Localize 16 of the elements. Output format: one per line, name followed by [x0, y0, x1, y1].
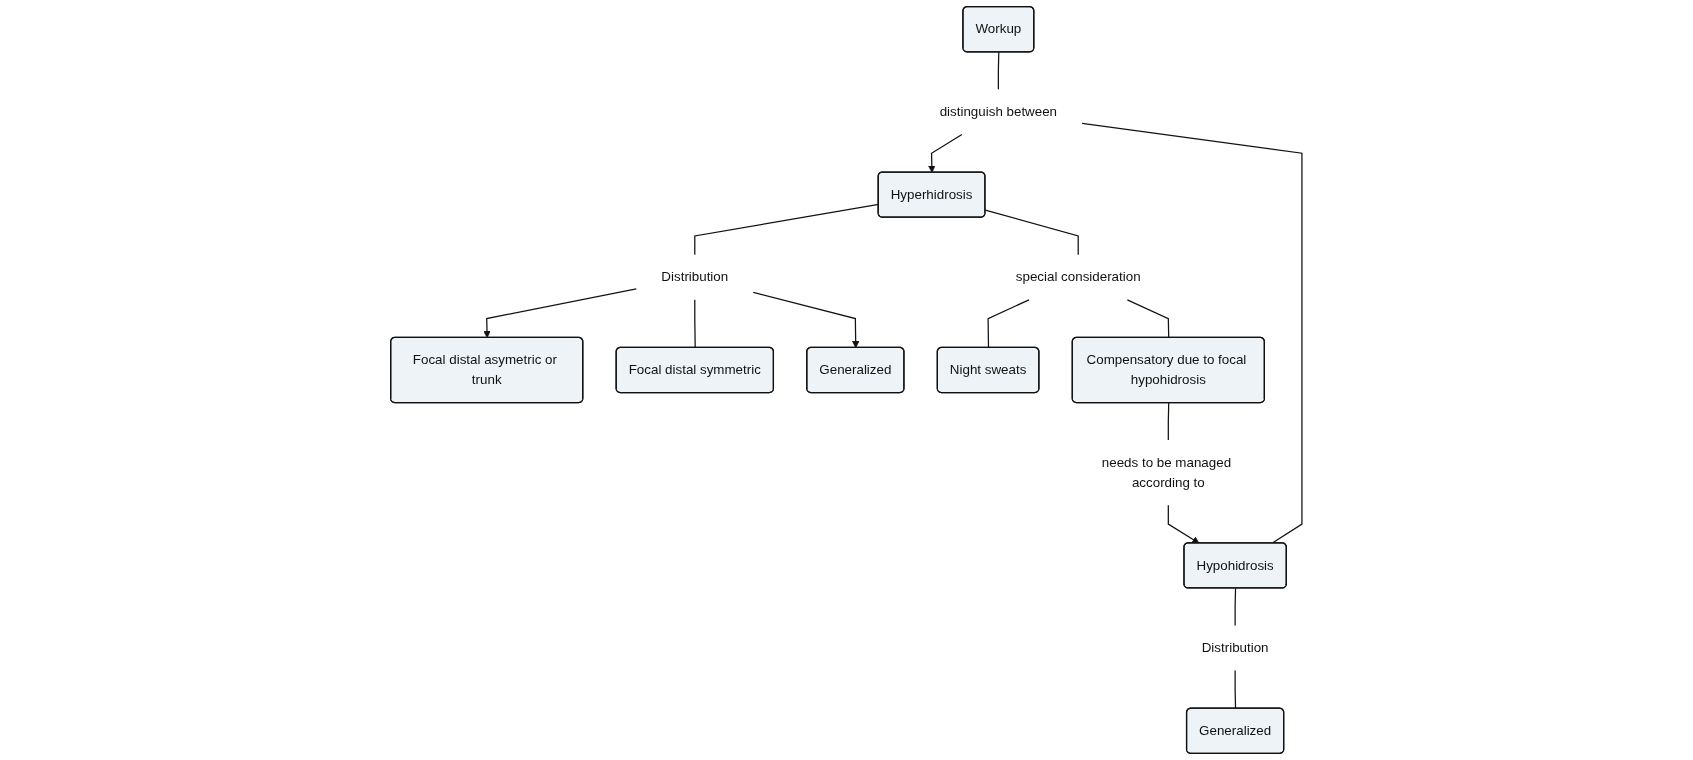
node-text: distinguish between	[939, 104, 1058, 119]
node-text: needs to be managed according to	[1102, 455, 1232, 490]
connector	[1167, 402, 1170, 441]
connector	[1126, 299, 1170, 339]
arrow	[752, 291, 860, 349]
node-text: special consideration	[1016, 269, 1141, 284]
connector	[997, 51, 1000, 90]
connector	[1234, 670, 1237, 710]
arrow	[928, 133, 963, 173]
arrow	[483, 288, 638, 339]
connector	[1234, 587, 1237, 627]
connector	[694, 299, 696, 349]
node-text: Distribution	[661, 269, 729, 284]
arrow	[1167, 504, 1200, 544]
connector	[1081, 122, 1303, 544]
node-text: Distribution	[1201, 640, 1269, 655]
